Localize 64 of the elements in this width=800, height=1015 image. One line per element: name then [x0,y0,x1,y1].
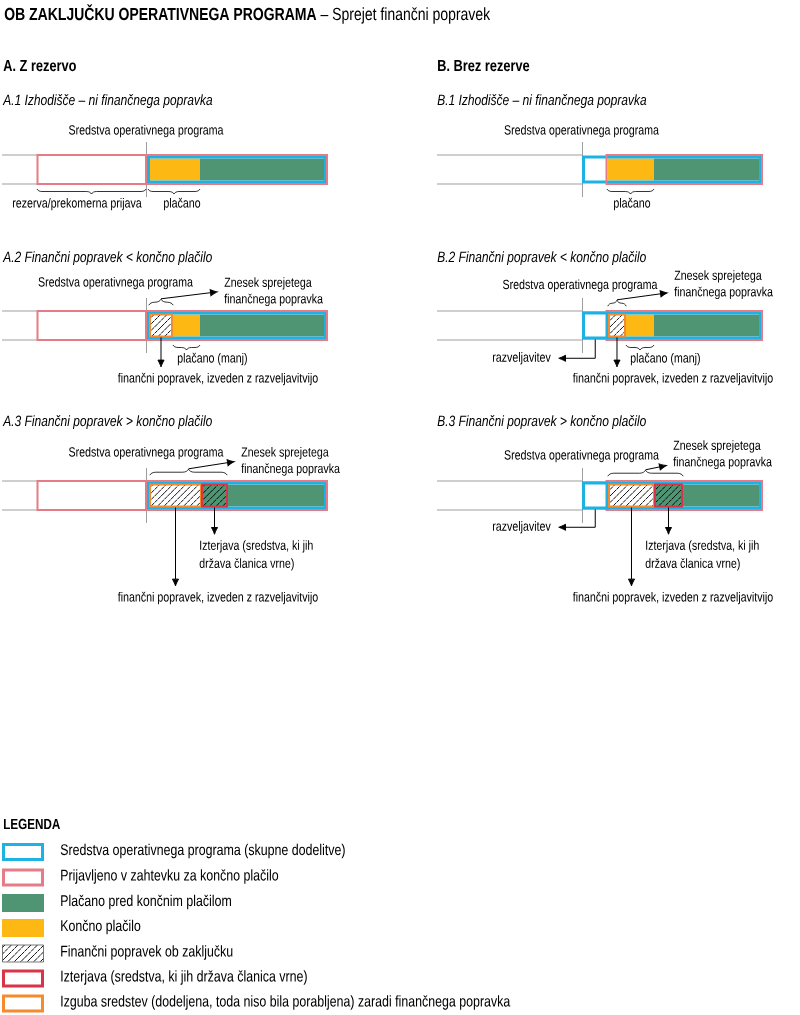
callout-text: razveljavitev [492,352,551,365]
arrow [210,507,219,535]
segment-box [582,481,609,510]
brace [607,299,627,307]
legend-heading: LEGENDA [4,818,60,830]
brace-label: rezerva/prekomerna prijava [12,197,142,211]
panel-heading: B.3 Finančni popravek > končno plačilo [437,415,646,430]
bar-label: Sredstva operativnega programa [503,279,658,292]
panel-heading: A.3 Finančni popravek > končno plačilo [2,415,212,430]
hatched-segment [608,483,655,508]
title: OB ZAKLJUČKU OPERATIVNEGA PROGRAMA – Sprejet finančni popravek [4,4,491,24]
callout-text: finančni popravek, izveden z razveljavitvijo [572,372,773,386]
hatched-segment [608,313,626,338]
legend-label: Prijavljeno v zahtevku za končno plačilo [61,869,279,884]
bar-label: Sredstva operativnega programa [504,124,659,138]
bar-label: Sredstva operativnega programa [504,449,659,463]
bar-label: Sredstva operativnega programa [69,446,224,460]
arrow [157,337,165,368]
brace-label: plačano (manj) [630,352,700,366]
arrow [627,507,636,587]
hatched-segment [201,483,228,508]
arrow [664,507,673,535]
arrow [188,459,235,470]
brace [149,468,228,476]
brace-label: plačano [614,197,651,211]
panel-heading: A.1 Izhodišče – ni finančnega popravka [2,94,213,109]
panel-heading: A.2 Finančni popravek < končno plačilo [2,251,212,266]
bar-label: Sredstva operativnega programa [38,276,193,290]
legend-label: Plačano pred končnim plačilom [61,894,231,910]
callout-text: Znesek sprejetega finančnega popravka [673,440,772,470]
hatched-segment [654,483,683,508]
legend-label: Končno plačilo [61,919,141,935]
arrow [558,339,596,362]
legend-label: Sredstva operativnega programa (skupne dodelitve) [60,843,345,859]
brace-label: plačano (manj) [177,352,247,366]
arrow [645,463,667,471]
callout-text: Izterjava (sredstva, ki jih država članica vrne) [645,540,759,571]
callout-text: Znesek sprejetega finančnega popravka [674,270,773,300]
arrow [616,290,668,301]
hatched-segment [149,313,173,338]
bar-label: Sredstva operativnega programa [69,124,224,138]
callout-text: Izterjava (sredstva, ki jih država članica vrne) [199,540,313,571]
section-heading: A. Z rezervo [3,60,76,72]
segment-box [582,311,609,340]
arrow [171,507,180,587]
legend-label: Finančni popravek ob zaključku [61,945,233,960]
arrow [160,289,218,300]
brace [607,469,684,477]
brace-label: plačano [164,197,201,211]
callout-text: razveljavitev [492,521,551,534]
brace [148,298,174,306]
arrow [613,337,621,368]
callout-text: Znesek sprejetega finančnega popravka [224,277,323,307]
callout-text: finančni popravek, izveden z razveljavitvijo [117,372,318,386]
callout-text: finančni popravek, izveden z razveljavitvijo [117,591,318,605]
panel-heading: B.1 Izhodišče – ni finančnega popravka [437,94,647,109]
callout-text: Znesek sprejetega finančnega popravka [241,446,340,476]
hatched-segment [149,483,202,508]
panel-heading: B.2 Finančni popravek < končno plačilo [437,251,646,266]
legend-label: Izterjava (sredstva, ki jih država članica vrne) [61,970,307,985]
callout-text: finančni popravek, izveden z razveljavitvijo [572,591,773,605]
legend-label: Izguba sredstev (dodeljena, toda niso bila porabljena) zaradi finančnega popravka [61,995,511,1010]
section-heading: B. Brez rezerve [438,60,530,72]
arrow [558,509,596,531]
